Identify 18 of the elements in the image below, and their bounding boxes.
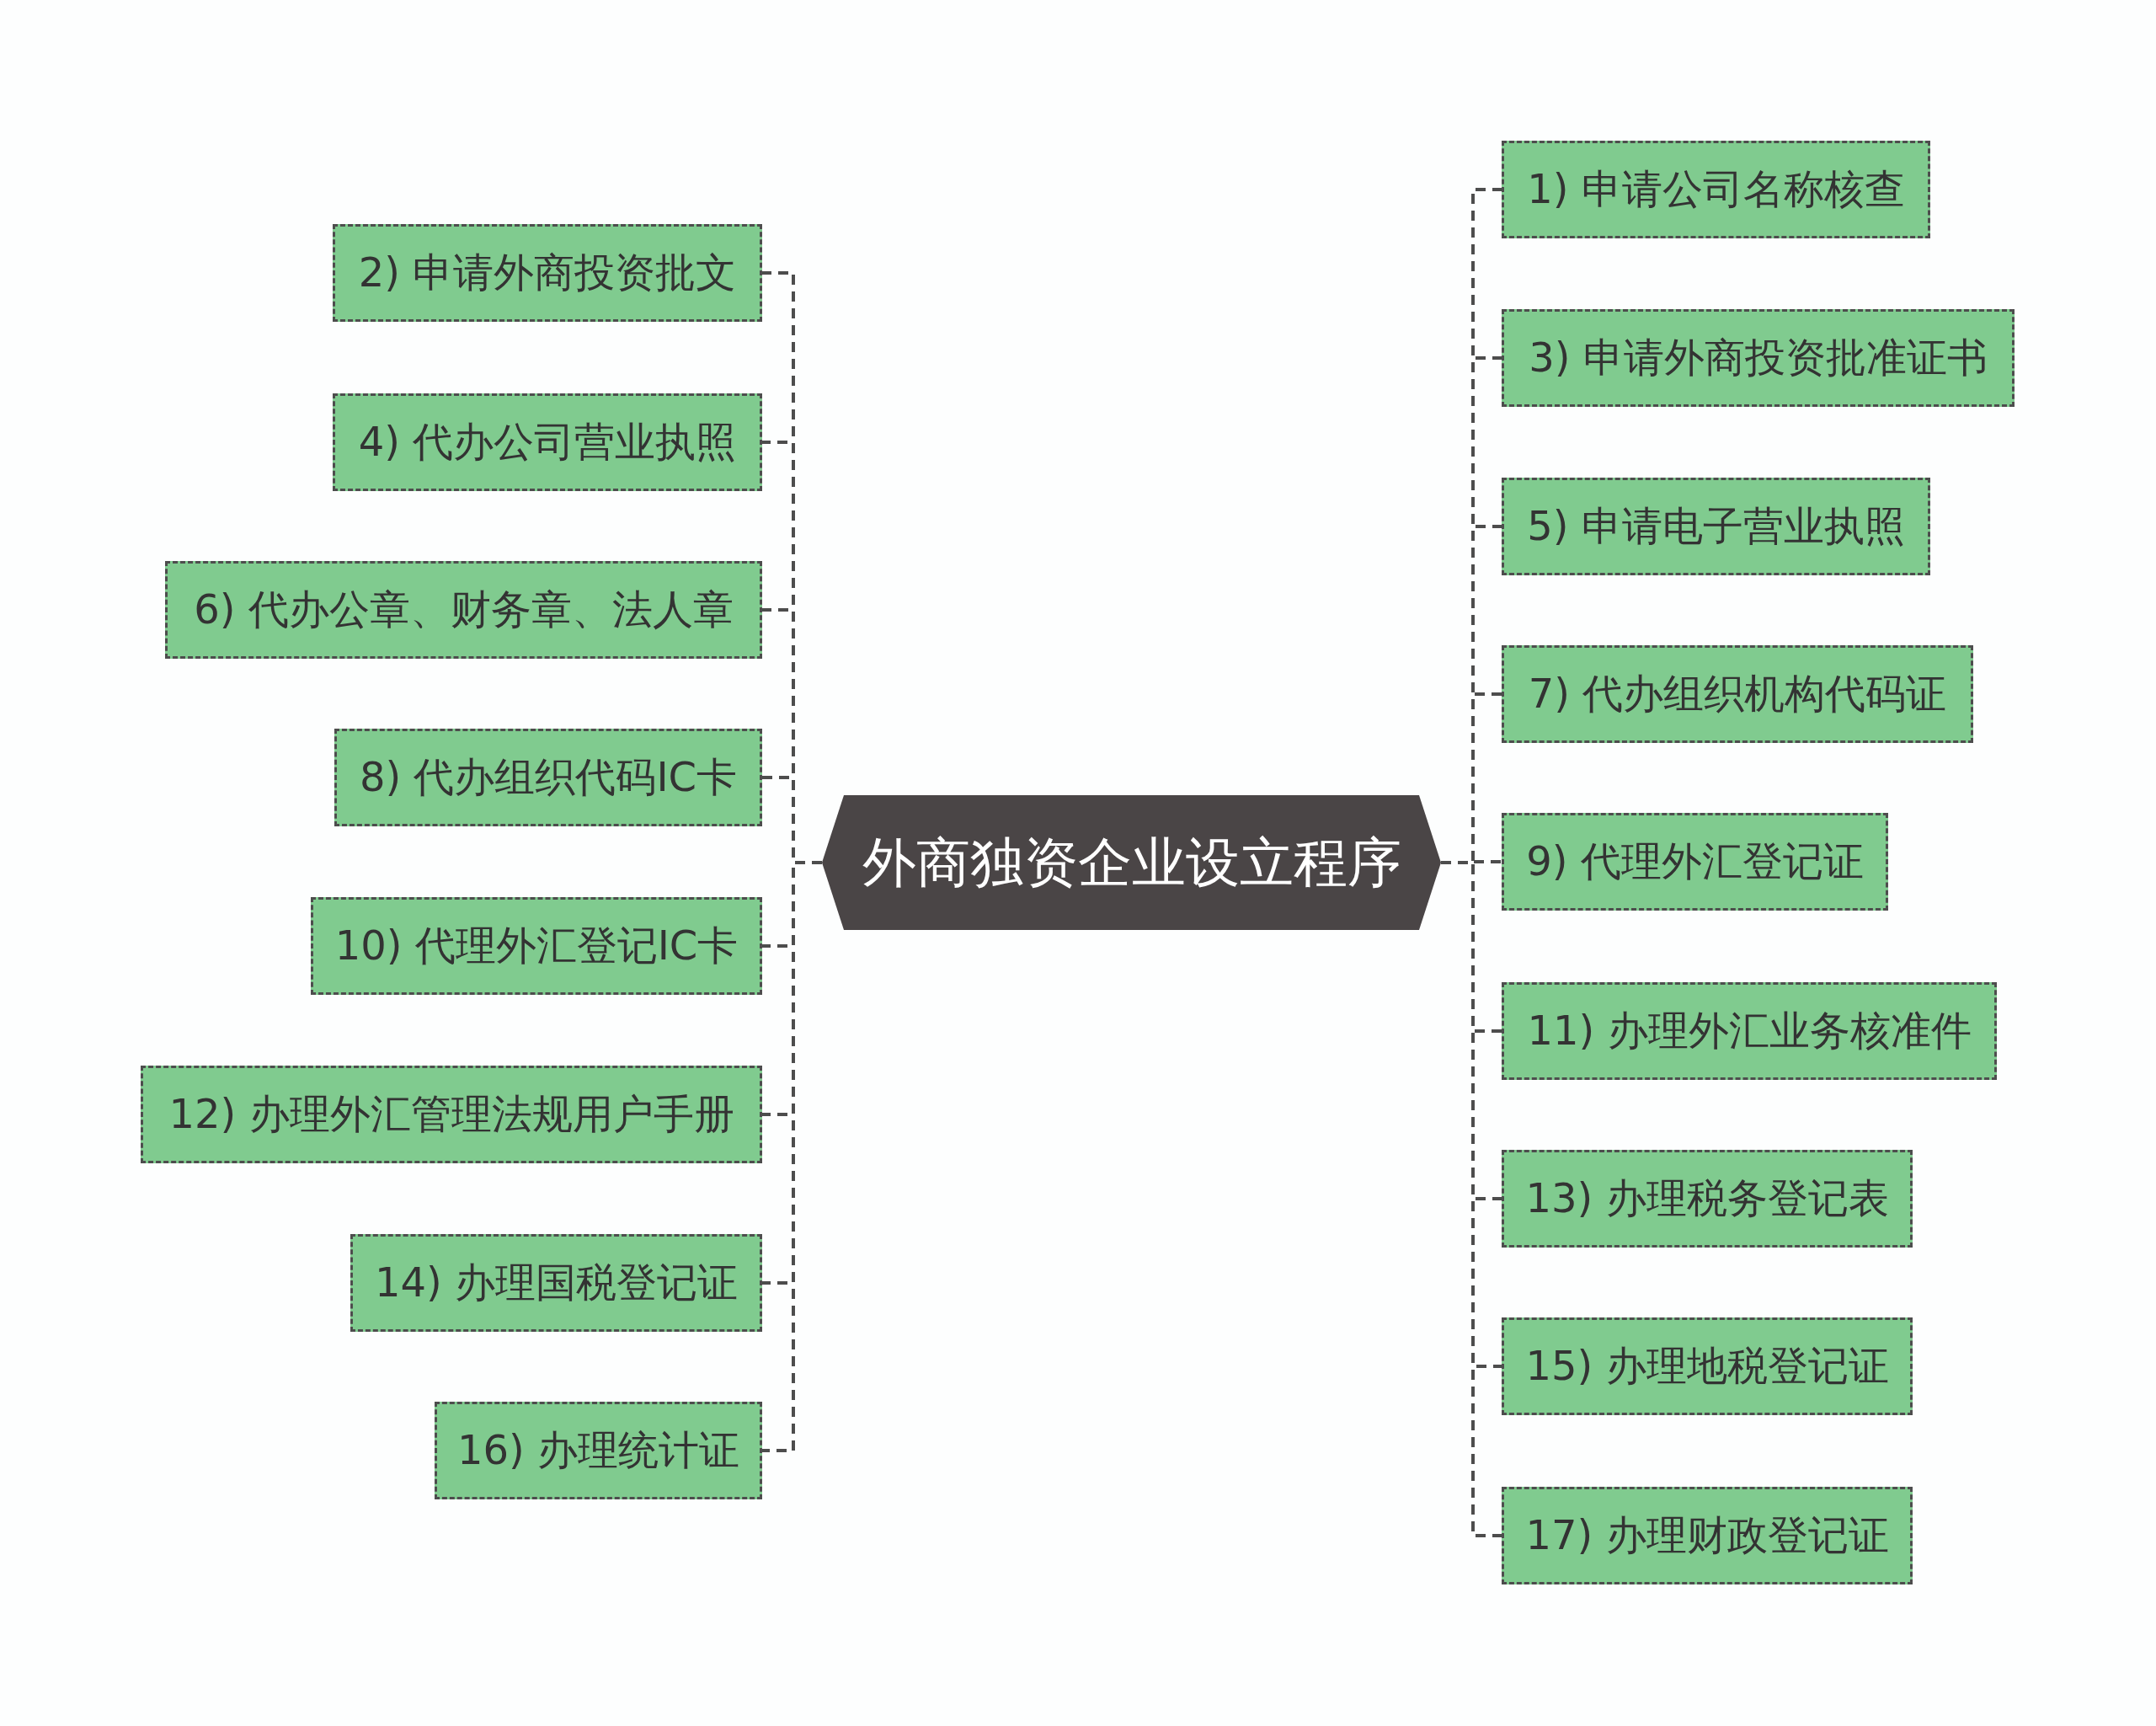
topic-hexagon: 外商独资企业设立程序 [822,795,1441,930]
step-box: 2) 申请外商投资批文 [333,224,762,322]
step-box: 10) 代理外汇登记IC卡 [311,897,762,995]
step-box: 17) 办理财政登记证 [1502,1487,1913,1584]
step-box: 11) 办理外汇业务核准件 [1502,982,1997,1080]
step-box: 1) 申请公司名称核查 [1502,141,1930,238]
step-box: 3) 申请外商投资批准证书 [1502,309,2015,407]
step-box: 7) 代办组织机构代码证 [1502,645,1973,743]
step-box: 14) 办理国税登记证 [350,1234,762,1332]
step-box: 4) 代办公司营业执照 [333,393,762,491]
step-box: 16) 办理统计证 [435,1402,762,1499]
step-box: 5) 申请电子营业执照 [1502,478,1930,575]
step-box: 12) 办理外汇管理法规用户手册 [141,1066,762,1163]
step-box: 13) 办理税务登记表 [1502,1150,1913,1248]
step-box: 15) 办理地税登记证 [1502,1317,1913,1415]
step-box: 6) 代办公章、财务章、法人章 [165,561,762,659]
step-box: 8) 代办组织代码IC卡 [334,729,762,826]
step-box: 9) 代理外汇登记证 [1502,813,1888,911]
